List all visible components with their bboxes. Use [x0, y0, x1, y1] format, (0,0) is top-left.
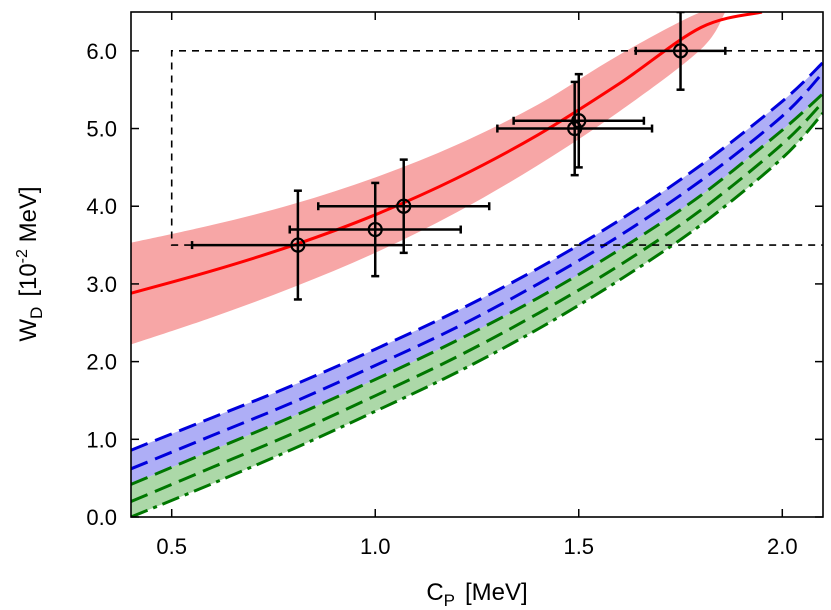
data-point-4: [496, 80, 654, 177]
series-line-2: [131, 61, 823, 452]
dashed-region-box: [170, 50, 823, 246]
data-point-3: [316, 158, 491, 255]
series-line-5: [131, 101, 823, 503]
data-point-2: [288, 181, 462, 278]
data-point-marker: [290, 237, 306, 253]
series-line-6: [131, 111, 823, 517]
data-point-5: [512, 72, 646, 169]
series-line-4: [131, 92, 823, 486]
y-tick-label: 0.0: [86, 505, 117, 530]
series-line-3: [131, 71, 823, 471]
data-point-marker: [396, 198, 412, 214]
uncertainty-band-3: [131, 93, 823, 517]
data-point-marker: [367, 221, 383, 238]
uncertainty-band-1: [131, 12, 726, 345]
data-point-marker: [567, 120, 583, 137]
plot-frame: [130, 11, 824, 518]
y-tick-label: 6.0: [86, 39, 117, 64]
x-tick-label: 2.0: [767, 534, 798, 559]
x-tick-label: 1.5: [563, 534, 594, 559]
y-tick-label: 4.0: [86, 194, 117, 219]
x-tick-label: 1.0: [360, 534, 391, 559]
data-point-1: [190, 189, 405, 301]
y-tick-label: 3.0: [86, 272, 117, 297]
data-point-6: [634, 12, 727, 91]
x-tick-label: 0.5: [156, 534, 187, 559]
uncertainty-band-2: [131, 62, 823, 485]
data-point-marker: [571, 113, 587, 129]
y-tick-label: 5.0: [86, 117, 117, 142]
series-line-1: [131, 12, 763, 295]
y-axis-title: WD[10-2 MeV]: [14, 186, 46, 341]
y-tick-label: 2.0: [86, 350, 117, 375]
y-tick-label: 1.0: [86, 427, 117, 452]
x-axis-title: CP[MeV]: [426, 579, 527, 610]
data-point-marker: [672, 43, 689, 59]
